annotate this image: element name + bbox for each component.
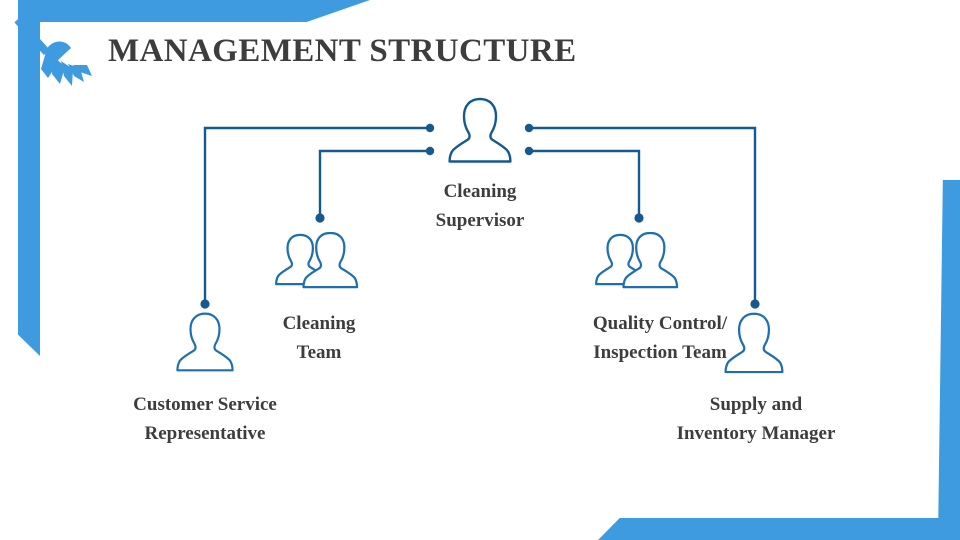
edge-supervisor-to-cleaning-team	[318, 149, 430, 217]
edge-supervisor-to-supply-manager	[529, 126, 757, 303]
node-label-cleaning-team: Cleaning Team	[282, 313, 356, 363]
decor-bar-left	[18, 0, 40, 356]
node-label-quality-control-inspection-team: Quality Control/ Inspection Team	[592, 313, 728, 363]
two-person-icon	[595, 232, 679, 289]
decor-bar-right	[938, 180, 960, 540]
single-person-icon	[176, 312, 234, 372]
node-label-customer-service-representative: Customer Service Representative	[133, 394, 277, 444]
node-label-supply-and-inventory-manager: Supply and Inventory Manager	[676, 394, 836, 444]
two-person-icon	[275, 232, 359, 289]
edge-supervisor-to-customer-service	[203, 126, 430, 303]
edge-supervisor-to-quality-control	[529, 149, 641, 217]
broom-icon	[14, 18, 92, 86]
node-label-cleaning-supervisor: Cleaning Supervisor	[435, 181, 525, 231]
decor-bar-bottom	[598, 518, 960, 540]
page-title: MANAGEMENT STRUCTURE	[108, 33, 577, 69]
decor-bar-top	[18, 0, 370, 22]
single-person-icon	[724, 312, 784, 374]
single-person-icon	[448, 97, 512, 163]
connector-dots	[200, 123, 760, 309]
